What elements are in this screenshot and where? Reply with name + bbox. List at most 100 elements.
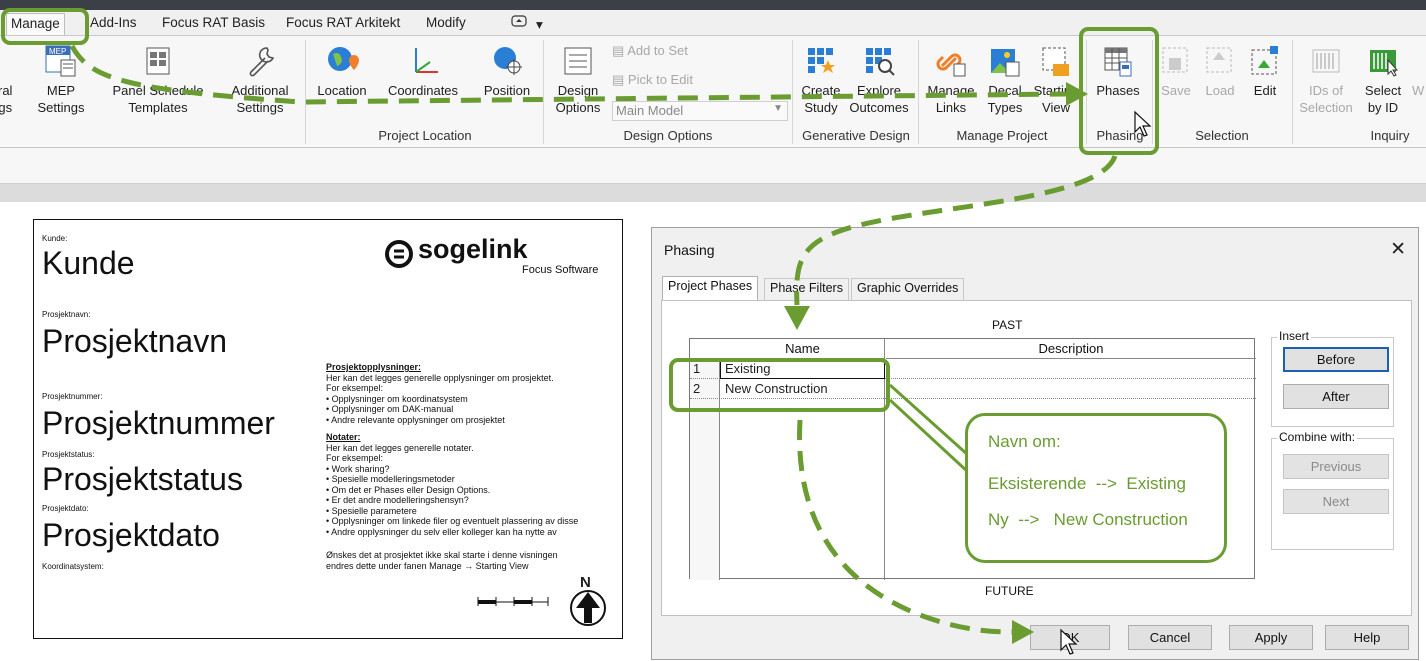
help-button[interactable]: Help [1325, 625, 1409, 650]
tab-project-phases[interactable]: Project Phases [662, 276, 759, 301]
phase-name-cell[interactable]: Existing [725, 361, 771, 376]
location-button[interactable]: Location [310, 40, 374, 99]
project-info-line: • Opplysninger om DAK-manual [326, 404, 454, 414]
save-selection-button[interactable]: Save [1156, 40, 1196, 99]
mep-settings-label: MEP [46, 83, 76, 98]
panel-separator [1086, 40, 1087, 144]
insert-after-button[interactable]: After [1283, 384, 1389, 409]
panel-separator [1292, 40, 1293, 144]
prosjektnavn-value: Prosjektnavn [42, 323, 227, 359]
explore-outcomes-label-2: Outcomes [849, 100, 909, 115]
select-by-id-button[interactable]: Select by ID [1358, 40, 1408, 116]
arrowhead-icon [1012, 620, 1034, 644]
tab-manage[interactable]: Manage [6, 13, 65, 35]
row-number: 1 [693, 361, 701, 376]
wrench-icon [224, 40, 296, 82]
svg-text:MEP: MEP [49, 47, 66, 56]
add-to-set-label: Add to Set [627, 43, 688, 58]
create-study-icon [796, 40, 846, 82]
panel-generative-design: Generative Design [802, 128, 910, 143]
phases-label: Phases [1096, 83, 1140, 98]
mep-settings-icon: MEP [36, 40, 86, 82]
description-column-header: Description [886, 339, 1256, 359]
cancel-button[interactable]: Cancel [1128, 625, 1212, 650]
koordinatsystem-label: Koordinatsystem: [42, 562, 104, 571]
project-info-line: • Andre relevante opplysninger om prosje… [326, 414, 505, 425]
design-options-label: Design [557, 83, 599, 98]
highlight-phase-rows [669, 358, 890, 412]
tab-add-ins[interactable]: Add-Ins [90, 15, 137, 30]
position-button[interactable]: Position [476, 40, 538, 99]
tab-phase-filters[interactable]: Phase Filters [764, 278, 849, 300]
sogelink-logo-icon [385, 240, 413, 268]
notes-title: Notater: [326, 432, 361, 442]
location-label: Location [317, 83, 367, 98]
insert-before-button[interactable]: Before [1283, 347, 1389, 372]
coordinates-button[interactable]: Coordinates [380, 40, 466, 99]
notes-line: • Om det er Phases eller Design Options. [326, 484, 491, 495]
ids-of-selection-label-2: Selection [1299, 100, 1353, 115]
tab-focus-rat-arkitekt[interactable]: Focus RAT Arkitekt [286, 15, 401, 30]
tab-overflow-dropdown[interactable]: ▾ [506, 13, 547, 35]
prosjektnummer-label: Prosjektnummer: [42, 392, 103, 401]
tab-graphic-overrides[interactable]: Graphic Overrides [851, 278, 965, 300]
project-info-line: For eksempel: [326, 383, 384, 393]
panel-design-options: Design Options [623, 128, 713, 143]
notes-line: • Er det andre modelleringshensyn? [326, 495, 469, 505]
prosjektnavn-label: Prosjektnavn: [42, 310, 91, 319]
additional-settings-button[interactable]: Additional Settings [224, 40, 296, 116]
phase-name-cell[interactable]: New Construction [725, 381, 828, 396]
close-icon[interactable]: ✕ [1390, 239, 1406, 260]
sogelink-logo: sogelink [418, 234, 528, 264]
create-study-button[interactable]: Create Study [796, 40, 846, 116]
combine-next-button[interactable]: Next [1283, 489, 1389, 514]
tab-focus-rat-basis[interactable]: Focus RAT Basis [162, 15, 266, 30]
dialog-title: Phasing [664, 242, 715, 258]
apply-button[interactable]: Apply [1229, 625, 1313, 650]
edit-selection-icon [1244, 40, 1286, 82]
context-menu-icon [511, 15, 527, 27]
kunde-label: Kunde: [42, 234, 68, 243]
starting-view-button[interactable]: Starting View [1030, 40, 1082, 116]
panel-project-location: Project Location [378, 128, 472, 143]
title-bar-strip [0, 0, 1426, 10]
design-options-button[interactable]: Design Options [550, 40, 606, 116]
warnings-button-cutoff[interactable]: W [1412, 82, 1424, 99]
manage-links-label-2: Links [935, 100, 967, 115]
mep-settings-button[interactable]: MEP MEP Settings [36, 40, 86, 116]
edit-selection-button[interactable]: Edit [1244, 40, 1286, 99]
load-selection-button[interactable]: Load [1200, 40, 1240, 99]
table-row[interactable]: 2 New Construction [690, 379, 1256, 399]
prosjektdato-label: Prosjektdato: [42, 504, 89, 513]
starting-view-icon [1030, 40, 1082, 82]
combine-previous-button[interactable]: Previous [1283, 454, 1389, 479]
arrow-rows-to-ok [797, 419, 1013, 635]
arrowhead-icon [1066, 82, 1088, 106]
project-phases-panel: PAST Name Description 1 Existing 2 New C… [661, 300, 1412, 616]
project-info-line: • Opplysninger om koordinatsystem [326, 393, 468, 404]
save-selection-icon [1156, 40, 1196, 82]
row-number-column [690, 359, 720, 580]
north-label: N [580, 574, 591, 591]
mep-settings-label-2: Settings [37, 100, 85, 115]
annotation-callout: Navn om: Eksisterende --> Existing Ny --… [965, 413, 1227, 563]
panel-schedule-templates-button[interactable]: Panel Schedule Templates [108, 40, 208, 116]
design-option-select[interactable]: Main Model▼ [612, 101, 788, 121]
add-to-set-button[interactable]: ▤ Add to Set [612, 43, 688, 59]
additional-settings-label: Additional [231, 83, 289, 98]
phases-button[interactable]: Phases [1090, 40, 1146, 99]
view-tabs-bar [0, 184, 1426, 202]
panel-separator [1152, 40, 1153, 144]
load-selection-icon [1200, 40, 1240, 82]
table-row[interactable]: 1 Existing [690, 359, 1256, 379]
decal-types-label-2: Types [987, 100, 1023, 115]
arrow-phases-to-dialog [794, 154, 1118, 306]
ids-of-selection-button[interactable]: IDs of Selection [1298, 40, 1354, 116]
structural-settings-label: ral [0, 83, 13, 98]
prosjektstatus-value: Prosjektstatus [42, 461, 243, 497]
tab-modify[interactable]: Modify [426, 15, 466, 30]
edit-selection-label: Edit [1253, 83, 1277, 98]
structural-settings-button[interactable]: ral gs [0, 82, 12, 116]
pick-to-edit-button[interactable]: ▤ Pick to Edit [612, 72, 693, 88]
